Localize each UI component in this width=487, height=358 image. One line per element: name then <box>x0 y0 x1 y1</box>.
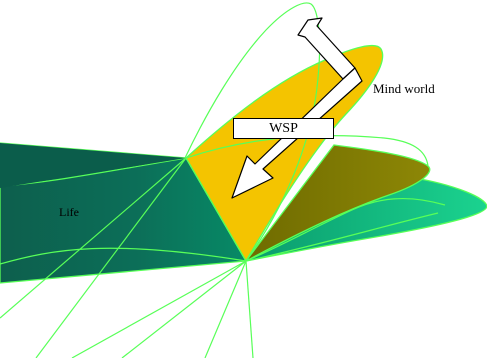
mind-world-label: Mind world <box>373 81 435 96</box>
outer-sheet <box>244 175 487 263</box>
wsp-box: WSP <box>233 118 334 139</box>
life-sheet-shadow <box>0 143 186 188</box>
wsp-label: WSP <box>269 120 298 136</box>
life-label: Life <box>59 205 79 219</box>
outline-curves <box>0 2 446 358</box>
olive-sheet <box>245 144 431 262</box>
